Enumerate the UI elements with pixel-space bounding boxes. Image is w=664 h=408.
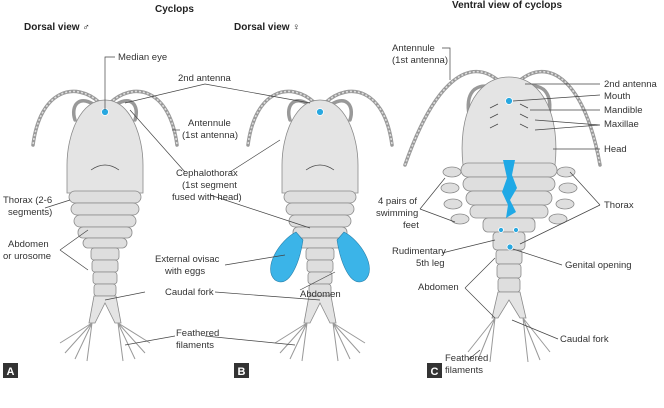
- figure-title: Cyclops: [155, 4, 194, 15]
- ventral-cyclops-drawing: [403, 70, 602, 363]
- label-v-thorax: Thorax: [604, 200, 634, 211]
- label-v-antennule-1: Antennule: [392, 43, 435, 54]
- label-v-feet-3: feet: [403, 220, 419, 231]
- label-median-eye: Median eye: [118, 52, 167, 63]
- label-v-genital: Genital opening: [565, 260, 632, 271]
- label-v-antennule-2: (1st antenna): [392, 55, 448, 66]
- svg-text:A: A: [7, 366, 15, 378]
- label-v-rudimentary-2: 5th leg: [416, 258, 445, 269]
- badge-a: A: [3, 363, 18, 378]
- label-feathered-1: Feathered: [176, 328, 219, 339]
- label-v-second-antenna: 2nd antenna: [604, 79, 658, 90]
- leader-lines: [44, 47, 601, 361]
- badge-c: C: [427, 363, 442, 378]
- panel-a-heading: Dorsal view ♂: [24, 22, 90, 33]
- male-cyclops-drawing: [31, 89, 179, 363]
- label-cephalothorax-2: (1st segment: [182, 180, 237, 191]
- female-cyclops-drawing: [246, 89, 394, 363]
- label-v-mouth: Mouth: [604, 91, 630, 102]
- label-cephalothorax-3: fused with head): [172, 192, 242, 203]
- panel-c-heading: Ventral view of cyclops: [452, 0, 562, 11]
- label-antennule-2: (1st antenna): [182, 130, 238, 141]
- label-v-rudimentary-1: Rudimentary: [392, 246, 446, 257]
- label-abdomen-female: Abdomen: [300, 289, 341, 300]
- label-second-antenna: 2nd antenna: [178, 73, 232, 84]
- svg-text:B: B: [238, 366, 246, 378]
- label-v-caudal-fork: Caudal fork: [560, 334, 609, 345]
- panel-b-heading: Dorsal view ♀: [234, 22, 300, 33]
- label-v-feet-2: swimming: [376, 208, 418, 219]
- label-thorax-1: Thorax (2-6: [3, 195, 52, 206]
- label-thorax-2: segments): [8, 207, 52, 218]
- label-v-maxillae: Maxillae: [604, 119, 639, 130]
- label-v-feathered-1: Feathered: [445, 353, 488, 364]
- badge-b: B: [234, 363, 249, 378]
- label-v-feet-1: 4 pairs of: [378, 196, 417, 207]
- label-ovisac-1: External ovisac: [155, 254, 220, 265]
- label-abdomen-urosome-1: Abdomen: [8, 239, 49, 250]
- svg-text:C: C: [431, 366, 439, 378]
- label-v-abdomen: Abdomen: [418, 282, 459, 293]
- label-ovisac-2: with eggs: [164, 266, 205, 277]
- label-v-head: Head: [604, 144, 627, 155]
- label-antennule-1: Antennule: [188, 118, 231, 129]
- label-cephalothorax-1: Cephalothorax: [176, 168, 238, 179]
- label-caudal-fork: Caudal fork: [165, 287, 214, 298]
- label-v-mandible: Mandible: [604, 105, 643, 116]
- label-abdomen-urosome-2: or urosome: [3, 251, 51, 262]
- label-feathered-2: filaments: [176, 340, 214, 351]
- label-v-feathered-2: filaments: [445, 365, 483, 376]
- ovisac-drawing: [270, 231, 370, 283]
